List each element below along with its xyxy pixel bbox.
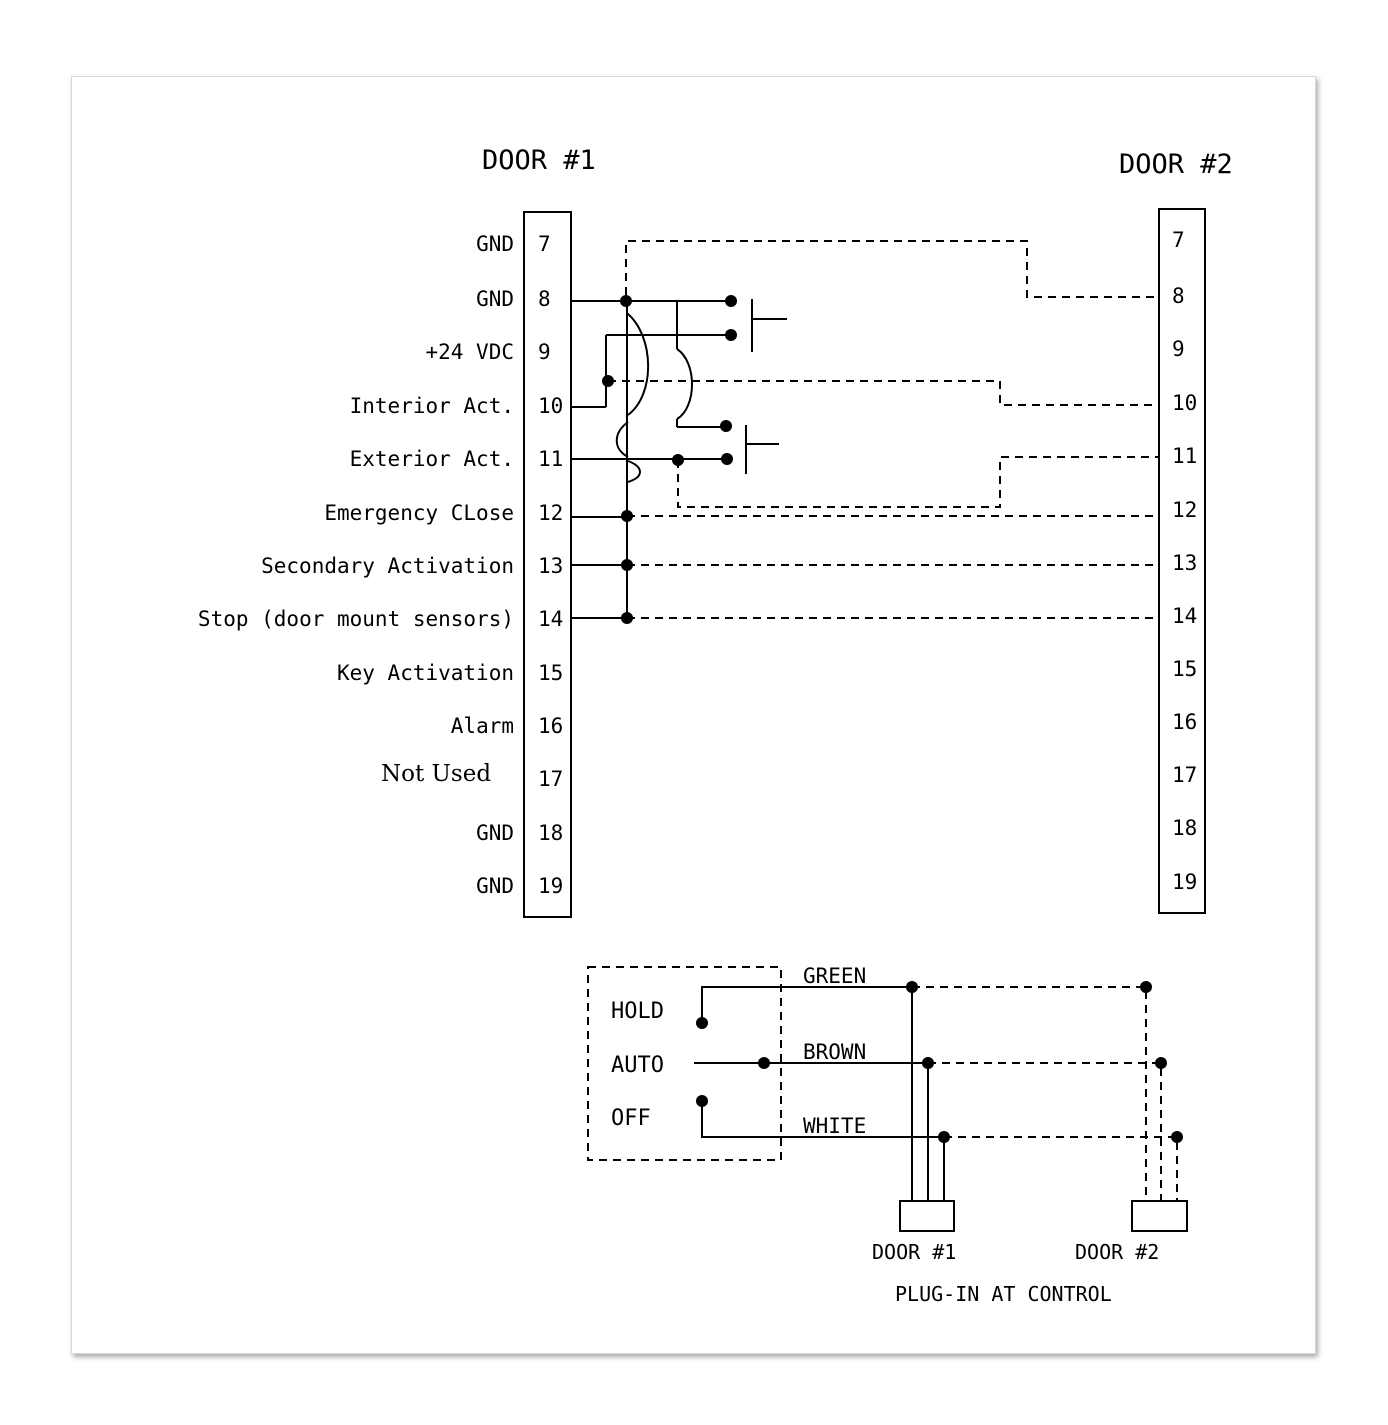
door1-pin-number: 19	[538, 874, 563, 898]
door2-pin-number: 7	[1172, 228, 1185, 252]
wire-label-green: GREEN	[803, 964, 866, 988]
wire-label-white: WHITE	[803, 1114, 866, 1138]
door2-pin-number: 14	[1172, 604, 1197, 628]
door1-solid-wiring	[571, 299, 787, 619]
door1-pin-number: 11	[538, 447, 563, 471]
door1-plug-label: DOOR #1	[872, 1240, 956, 1264]
door2-pin-number: 12	[1172, 498, 1197, 522]
plug-caption: PLUG-IN AT CONTROL	[895, 1282, 1112, 1306]
door1-pin-label: Stop (door mount sensors)	[198, 607, 514, 631]
door1-pin-label: GND	[476, 874, 514, 898]
door1-pin-number: 17	[538, 767, 563, 791]
door2-plug-label: DOOR #2	[1075, 1240, 1159, 1264]
wiring-diagram: DOOR #1 DOOR #2 78910111213141516171819 …	[198, 145, 1233, 1306]
door2-pin-number: 8	[1172, 284, 1185, 308]
door1-pin-label: +24 VDC	[425, 340, 514, 364]
switch-wiring	[694, 981, 1183, 1202]
door1-pin-number: 13	[538, 554, 563, 578]
door2-plug	[1131, 1200, 1188, 1232]
door2-pin-number: 11	[1172, 444, 1197, 468]
door1-pin-number: 14	[538, 607, 563, 631]
door2-title: DOOR #2	[1119, 149, 1233, 180]
door1-pin-labels: GND GND +24 VDC Interior Act. Exterior Act. E…	[198, 232, 514, 898]
door1-pin-number: 18	[538, 821, 563, 845]
door2-pin-number: 9	[1172, 337, 1185, 361]
door1-pin-number: 16	[538, 714, 563, 738]
door1-pin-label: Exterior Act.	[350, 447, 514, 471]
door1-pin-number: 8	[538, 287, 551, 311]
door1-pin-label: Interior Act.	[350, 394, 514, 418]
switch-position-auto: AUTO	[611, 1053, 664, 1078]
junction-dots	[602, 295, 737, 624]
door1-pin-label: Emergency CLose	[324, 501, 514, 525]
door1-pin-label: GND	[476, 287, 514, 311]
door1-title: DOOR #1	[482, 145, 596, 176]
door1-pin-number: 12	[538, 501, 563, 525]
door2-pin-number: 10	[1172, 391, 1197, 415]
door1-terminal-strip	[523, 211, 572, 918]
door2-pin-number: 16	[1172, 710, 1197, 734]
door2-terminal-strip	[1158, 208, 1206, 914]
door2-pin-number: 17	[1172, 763, 1197, 787]
door2-pin-number: 19	[1172, 870, 1197, 894]
door2-pin-number: 15	[1172, 657, 1197, 681]
door1-pin-label: Alarm	[451, 714, 514, 738]
door1-pin-numbers: 7 8 9 10 11 12 13 14 15 16 17 18 19	[538, 232, 563, 898]
door1-pin-number: 9	[538, 340, 551, 364]
door1-pin-number: 15	[538, 661, 563, 685]
door2-pin-numbers: 7 8 9 10 11 12 13 14 15 16 17 18 19	[1172, 228, 1197, 894]
door1-pin-label: Not Used	[381, 761, 491, 787]
door2-pin-number: 18	[1172, 816, 1197, 840]
selector-switch-box	[587, 966, 782, 1161]
dashed-interconnects	[608, 240, 1159, 619]
door1-plug	[899, 1200, 955, 1232]
door1-pin-label: GND	[476, 232, 514, 256]
wire-label-brown: BROWN	[803, 1040, 866, 1064]
door1-pin-label: Key Activation	[337, 661, 514, 685]
switch-position-hold: HOLD	[611, 999, 664, 1024]
door2-pin-number: 13	[1172, 551, 1197, 575]
switch-position-off: OFF	[611, 1106, 651, 1131]
door1-pin-label: GND	[476, 821, 514, 845]
door1-pin-label: Secondary Activation	[261, 554, 514, 578]
door1-pin-number: 7	[538, 232, 551, 256]
door1-pin-number: 10	[538, 394, 563, 418]
